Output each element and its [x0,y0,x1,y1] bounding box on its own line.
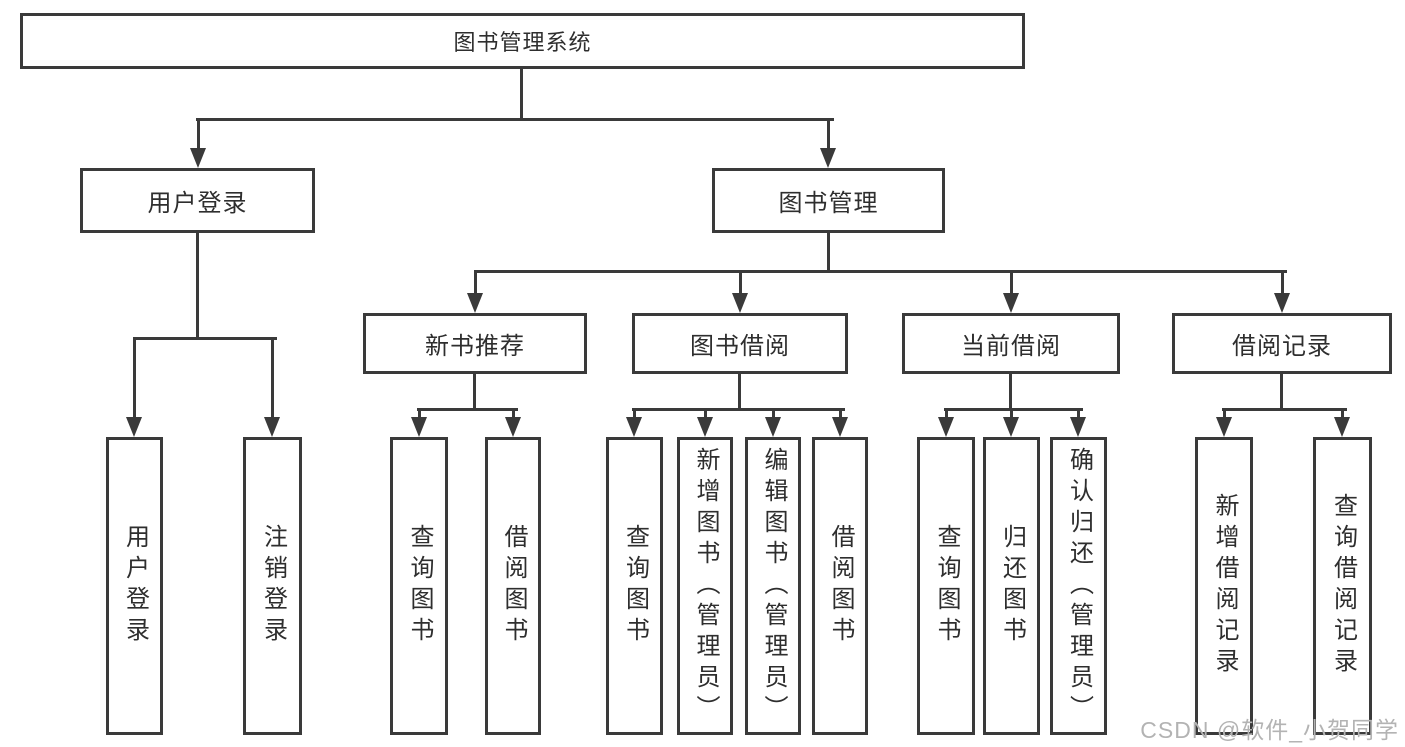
leaf-label: 查询图书 [406,524,433,648]
leaf-label: 新增图书（管理员） [692,446,719,726]
connector-line [418,408,421,419]
leaf-label: 用户登录 [121,524,149,648]
leaf-borrow-books-borrowing: 借阅图书 [812,437,868,735]
connector-line [417,408,518,411]
leaf-label: 编辑图书（管理员） [760,446,787,726]
connector-arrowhead-icon [411,417,427,437]
connector-line [839,408,842,419]
connector-line [133,337,136,419]
connector-arrowhead-icon [938,417,954,437]
connector-line [1010,408,1013,419]
connector-arrowhead-icon [1003,293,1019,313]
connector-arrowhead-icon [1216,417,1232,437]
leaf-user-login: 用户登录 [106,437,163,735]
connector-line [133,337,277,340]
leaf-label: 注销登录 [259,524,287,648]
leaf-label: 借阅图书 [500,524,527,648]
connector-line [1009,374,1012,411]
connector-line [271,337,274,419]
leaf-label: 归还图书 [998,524,1026,648]
connector-arrowhead-icon [126,417,142,437]
leaf-label: 借阅图书 [827,524,854,648]
leaf-query-borrow-record: 查询借阅记录 [1313,437,1372,735]
connector-line [474,270,477,295]
connector-line [739,270,742,295]
leaf-label: 查询图书 [621,524,649,648]
connector-line [196,118,834,121]
leaf-edit-book-admin: 编辑图书（管理员） [745,437,801,735]
connector-arrowhead-icon [626,417,642,437]
leaf-add-book-admin: 新增图书（管理员） [677,437,733,735]
leaf-borrow-books-recommend: 借阅图书 [485,437,541,735]
node-user-login: 用户登录 [80,168,315,233]
connector-arrowhead-icon [820,148,836,168]
leaf-label: 查询借阅记录 [1329,493,1357,679]
connector-line [772,408,775,419]
leaf-query-books-recommend: 查询图书 [390,437,448,735]
connector-line [1281,270,1284,295]
connector-line [632,408,845,411]
connector-arrowhead-icon [765,417,781,437]
connector-arrowhead-icon [697,417,713,437]
connector-line [827,233,830,273]
node-current-borrowing: 当前借阅 [902,313,1120,374]
node-borrowing-records: 借阅记录 [1172,313,1392,374]
leaf-confirm-return-admin: 确认归还（管理员） [1050,437,1107,735]
connector-line [1223,408,1226,419]
connector-line [944,408,1083,411]
connector-line [473,374,476,411]
leaf-label: 确认归还（管理员） [1065,446,1093,726]
connector-line [827,118,830,150]
connector-arrowhead-icon [832,417,848,437]
connector-line [1280,374,1283,411]
connector-line [1341,408,1344,419]
connector-arrowhead-icon [1070,417,1086,437]
leaf-query-books-current: 查询图书 [917,437,975,735]
connector-line [196,233,199,340]
node-book-management: 图书管理 [712,168,945,233]
leaf-add-borrow-record: 新增借阅记录 [1195,437,1253,735]
connector-arrowhead-icon [1334,417,1350,437]
connector-line [1010,270,1013,295]
connector-line [704,408,707,419]
connector-line [474,270,1287,273]
leaf-label: 新增借阅记录 [1211,493,1238,679]
leaf-label: 查询图书 [933,524,960,648]
node-library-management-system: 图书管理系统 [20,13,1025,69]
csdn-watermark: CSDN @软件_小贺同学 [1140,717,1399,743]
connector-arrowhead-icon [190,148,206,168]
leaf-logout: 注销登录 [243,437,302,735]
connector-line [197,118,200,150]
connector-line [512,408,515,419]
connector-line [1077,408,1080,419]
connector-arrowhead-icon [732,293,748,313]
leaf-query-books-borrowing: 查询图书 [606,437,663,735]
connector-arrowhead-icon [264,417,280,437]
connector-line [738,374,741,411]
connector-arrowhead-icon [505,417,521,437]
connector-line [633,408,636,419]
leaf-return-book: 归还图书 [983,437,1040,735]
connector-line [1222,408,1347,411]
connector-line [945,408,948,419]
node-book-borrowing: 图书借阅 [632,313,848,374]
connector-arrowhead-icon [1003,417,1019,437]
connector-arrowhead-icon [1274,293,1290,313]
node-new-book-recommendation: 新书推荐 [363,313,587,374]
connector-line [520,69,523,120]
connector-arrowhead-icon [467,293,483,313]
